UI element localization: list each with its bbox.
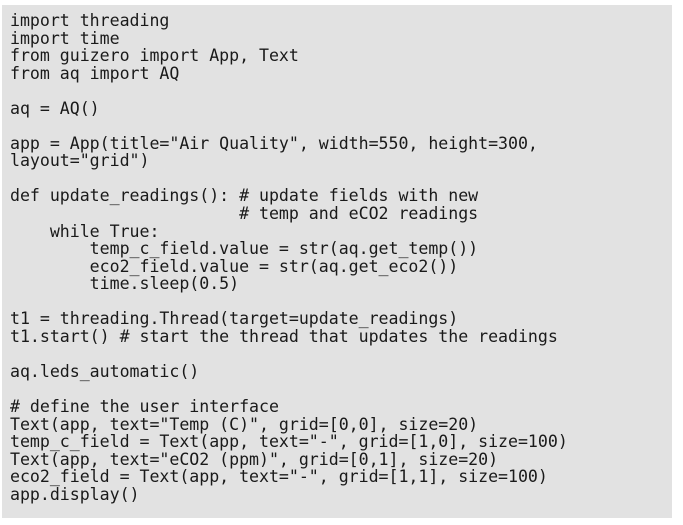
code-line: t1.start() # start the thread that updat…	[10, 326, 558, 346]
code-line: aq.leds_automatic()	[10, 361, 200, 381]
code-line: # temp and eCO2 readings	[10, 204, 479, 224]
code-line-blank	[10, 345, 672, 363]
code-line: eco2_field.value = str(aq.get_eco2())	[10, 256, 459, 276]
code-line: temp_c_field.value = str(aq.get_temp())	[10, 239, 479, 259]
code-line: temp_c_field = Text(app, text="-", grid=…	[10, 432, 568, 452]
code-line: from guizero import App, Text	[10, 46, 299, 66]
code-line-blank	[10, 117, 672, 135]
code-line: def update_readings(): # update fields w…	[10, 186, 479, 206]
code-line: # define the user interface	[10, 397, 279, 417]
code-line: Text(app, text="eCO2 (ppm)", grid=[0,1],…	[10, 449, 499, 469]
code-line: while True:	[10, 221, 160, 241]
code-line: layout="grid")	[10, 151, 150, 171]
code-line: t1 = threading.Thread(target=update_read…	[10, 309, 459, 329]
code-line: aq = AQ()	[10, 98, 100, 118]
code-line-blank	[10, 293, 672, 311]
code-line: import threading	[10, 11, 170, 30]
code-line: app.display()	[10, 484, 140, 504]
code-line: eco2_field = Text(app, text="-", grid=[1…	[10, 467, 548, 487]
code-line: from aq import AQ	[10, 63, 180, 83]
code-line-blank	[10, 380, 672, 398]
code-line: time.sleep(0.5)	[10, 274, 240, 294]
code-line: app = App(title="Air Quality", width=550…	[10, 133, 538, 153]
code-line-blank	[10, 82, 672, 100]
code-line: import time	[10, 28, 120, 48]
code-line-blank	[10, 170, 672, 188]
code-line: Text(app, text="Temp (C)", grid=[0,0], s…	[10, 414, 479, 434]
